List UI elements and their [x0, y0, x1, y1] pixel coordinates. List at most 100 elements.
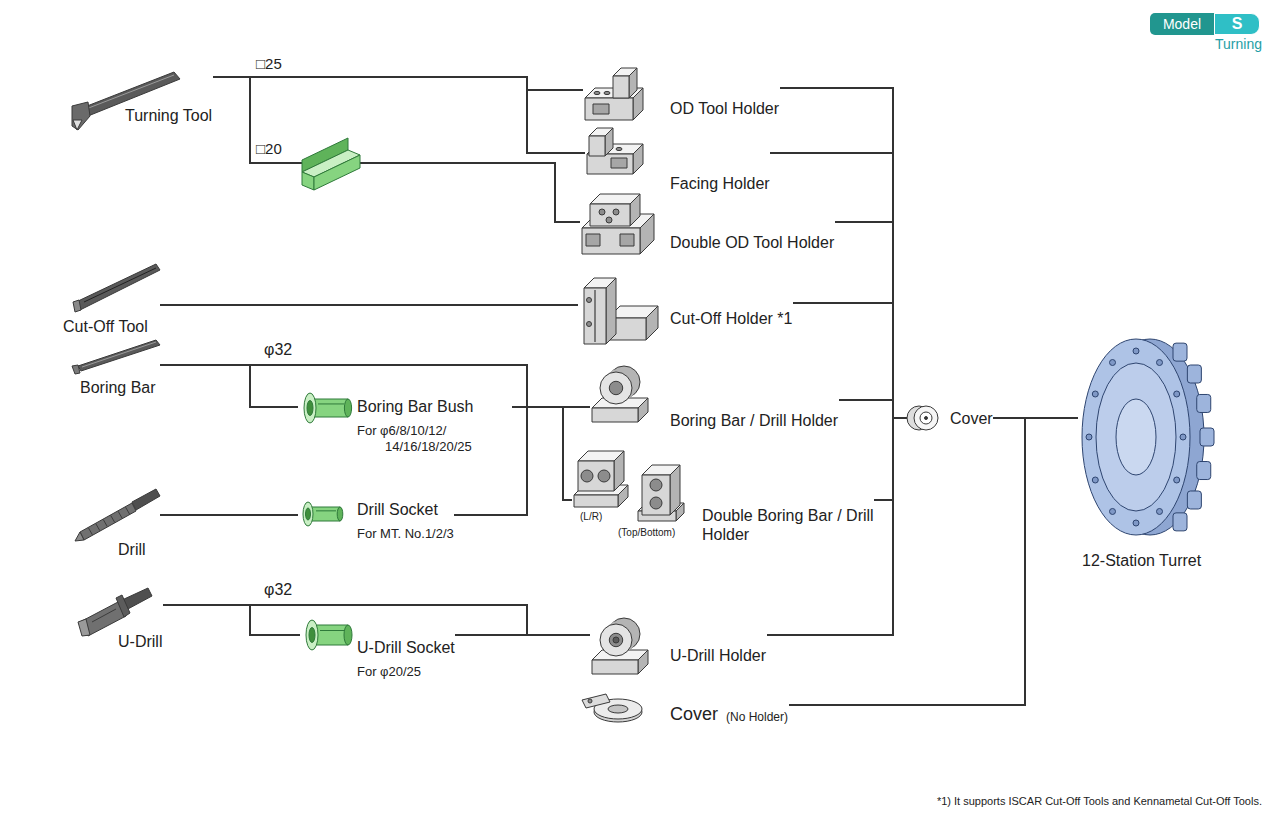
shape-circle: [920, 412, 932, 424]
diameter-label: φ32: [264, 580, 292, 599]
shape-line: [111, 515, 115, 522]
part-label: Boring Bar Bush: [357, 397, 474, 416]
shape-circle: [1110, 360, 1116, 366]
part-illustration: [72, 338, 160, 376]
shape-circle: [925, 417, 928, 420]
part-drawing: [304, 393, 352, 423]
shape-circle: [914, 406, 938, 430]
turret-station: [1187, 491, 1201, 509]
shape-ellipse: [1116, 399, 1156, 475]
part-label: U-Drill Socket: [357, 638, 455, 657]
part-note: For φ20/25: [357, 664, 421, 680]
part-illustration: [590, 616, 652, 674]
shape-face: [614, 451, 624, 491]
part-note: (Top/Bottom): [618, 527, 675, 539]
part-node: Cut-Off Holder *1: [578, 276, 793, 348]
connector-line: [835, 222, 908, 418]
shape-face: [586, 234, 600, 246]
shape-ellipse: [344, 399, 351, 417]
shape-face: [72, 365, 80, 374]
part-illustration: [298, 498, 344, 530]
shape-face: [606, 278, 616, 344]
shape-face: [76, 264, 160, 310]
category-label: Turning: [1150, 36, 1262, 53]
shape-circle: [587, 322, 592, 327]
part-illustration: [572, 445, 634, 507]
turret-station: [1173, 343, 1187, 361]
shape-line: [84, 268, 156, 302]
part-node: Cover: [908, 403, 993, 433]
shape-face: [592, 660, 638, 674]
shape-ellipse: [309, 628, 315, 643]
part-drawing: [585, 68, 643, 120]
shape-face: [75, 532, 84, 541]
shape-ellipse: [594, 91, 600, 94]
shape-face: [578, 461, 614, 491]
part-label: 12-Station Turret: [1082, 551, 1201, 570]
shape-ellipse: [616, 147, 622, 150]
shape-circle: [588, 699, 592, 703]
shape-face: [629, 68, 637, 98]
connector-line: [793, 303, 908, 418]
spacer-face: [302, 172, 314, 190]
part-node: Drill SocketFor MT. No.1/2/3: [298, 498, 454, 542]
part-note: For MT. No.1/2/3: [357, 526, 454, 542]
part-illustration: [580, 190, 664, 256]
shape-face: [585, 98, 633, 120]
shape-circle: [650, 497, 662, 509]
part-node: Boring Bar / Drill Holder: [590, 364, 839, 431]
shape-ellipse: [604, 91, 610, 94]
connector-line: [839, 400, 908, 418]
shape-circle: [1157, 360, 1163, 366]
part-drawing: [592, 618, 648, 674]
shape-circle: [1086, 434, 1092, 440]
connector-line: [874, 418, 908, 500]
part-label: Boring Bar / Drill Holder: [670, 411, 838, 430]
turret-station: [1187, 365, 1201, 383]
shape-ellipse: [344, 625, 352, 645]
shape-face: [590, 204, 630, 226]
shape-face: [73, 120, 82, 130]
part-label: Double Boring Bar / Drill Holder: [702, 506, 874, 544]
shape-face: [633, 144, 643, 174]
shape-ellipse: [303, 502, 313, 526]
part-drawing: [574, 451, 628, 507]
shape-line: [88, 528, 92, 535]
part-node: Facing Holder: [585, 124, 770, 194]
shape-ellipse: [608, 705, 628, 713]
shape-face: [611, 158, 627, 168]
connector-line: [160, 365, 298, 407]
shape-ellipse: [306, 620, 318, 650]
shape-circle: [581, 470, 593, 482]
part-drawing: [306, 620, 352, 650]
shape-face: [574, 495, 618, 507]
shape-face: [582, 228, 640, 254]
shape-circle: [598, 470, 610, 482]
part-drawing: [592, 366, 648, 422]
part-drawing: [78, 588, 152, 636]
connector-line: [789, 418, 1078, 705]
connector-line: [160, 514, 298, 515]
part-node: Cut-Off Tool: [63, 262, 160, 337]
model-tag: Model: [1150, 13, 1214, 35]
part-label: Facing Holder: [670, 174, 770, 193]
shape-face: [618, 485, 628, 507]
shape-line: [86, 75, 174, 109]
shape-line: [103, 520, 107, 527]
shape-line: [96, 524, 100, 531]
connector-line: [160, 304, 578, 305]
connector-line: [454, 407, 572, 515]
shape-face: [584, 288, 606, 344]
turret-station: [1173, 513, 1187, 531]
spacer-face: [314, 155, 360, 190]
part-label: Cut-Off Tool: [63, 317, 148, 336]
shape-circle: [1092, 477, 1098, 483]
part-label: Cut-Off Holder *1: [670, 309, 792, 328]
part-illustration: [583, 64, 655, 122]
shape-face: [646, 306, 658, 340]
shape-face: [116, 595, 130, 617]
part-node: Cover(No Holder): [580, 688, 789, 726]
shape-circle: [1174, 391, 1180, 397]
part-label: Drill: [118, 540, 146, 559]
shape-circle: [1180, 434, 1186, 440]
